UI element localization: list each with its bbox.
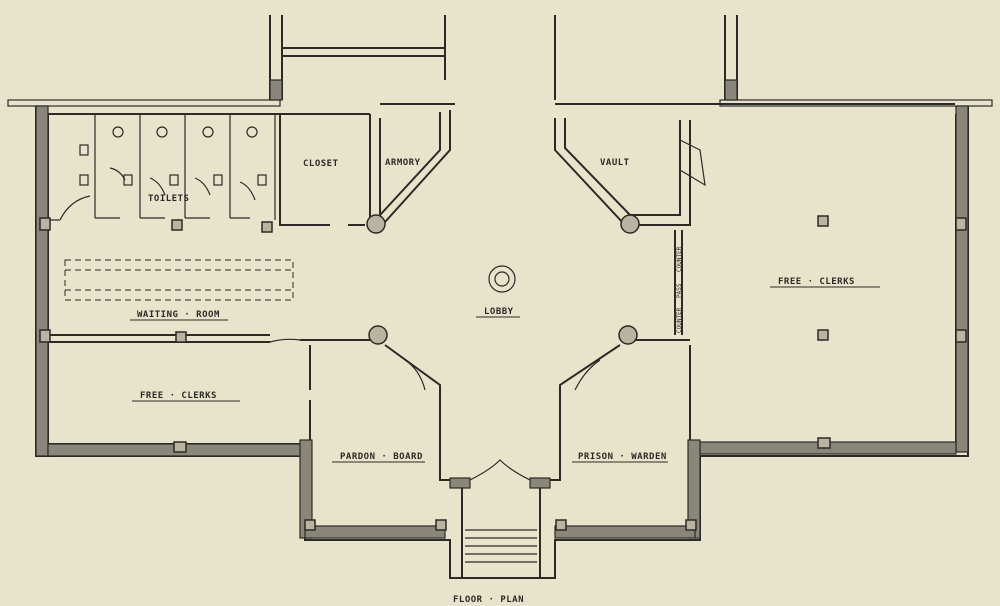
- label-underlines: [130, 286, 880, 463]
- label-pass: PASS: [676, 283, 683, 298]
- label-counter-top: COUNTER: [676, 246, 683, 272]
- caption-floor-plan: FLOOR · PLAN: [453, 595, 524, 605]
- vault-walls: [554, 118, 691, 226]
- lobby-fountain-icon: [488, 265, 516, 293]
- label-prison-warden: PRISON · WARDEN: [578, 452, 667, 462]
- label-toilets: TOILETS: [148, 194, 189, 204]
- left-partitions: [48, 334, 450, 481]
- label-armory: ARMORY: [385, 158, 421, 168]
- label-free-clerks-left: FREE · CLERKS: [140, 391, 217, 401]
- columns: [39, 214, 967, 531]
- label-free-clerks-right: FREE · CLERKS: [778, 277, 855, 287]
- exterior-walls: [7, 15, 993, 579]
- toilet-stalls: [48, 114, 276, 221]
- entrance-steps: [461, 488, 541, 578]
- waiting-bench: [64, 259, 294, 301]
- door-swings: [269, 338, 601, 481]
- label-counter-bottom: COUNTER: [676, 307, 683, 333]
- label-lobby: LOBBY: [484, 307, 514, 317]
- label-closet: CLOSET: [303, 159, 339, 169]
- label-waiting-room: WAITING · ROOM: [137, 310, 220, 320]
- label-vault: VAULT: [600, 158, 630, 168]
- closet-armory-walls: [279, 110, 451, 226]
- vault-door: [679, 139, 706, 187]
- right-partitions: [550, 230, 691, 481]
- label-pardon-board: PARDON · BOARD: [340, 452, 423, 462]
